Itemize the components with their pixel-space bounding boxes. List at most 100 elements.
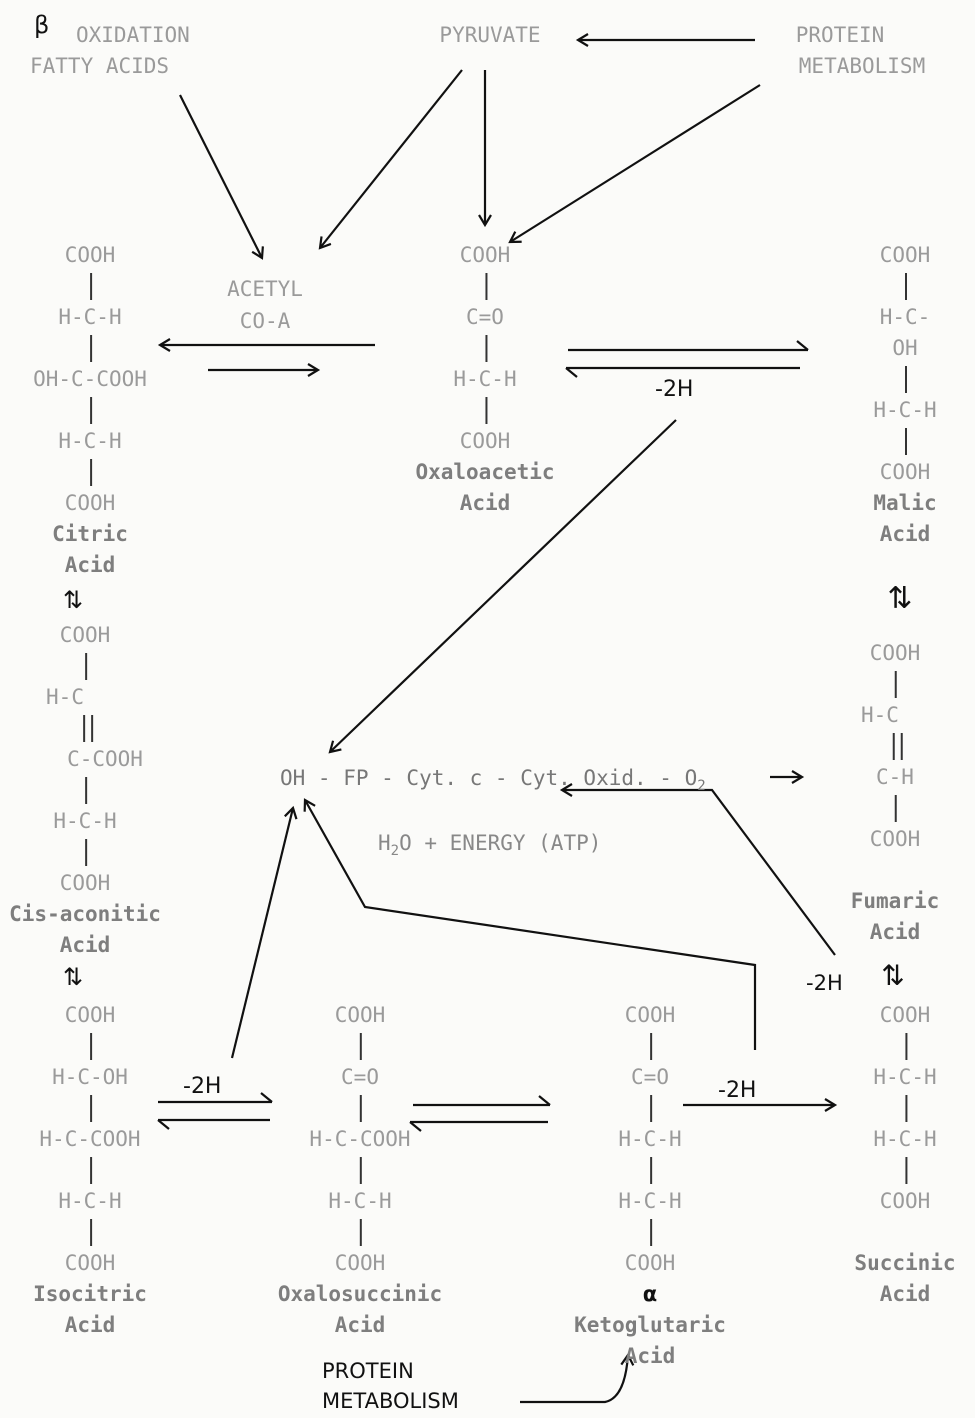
bond bbox=[415, 395, 554, 426]
molecule-name: Acid bbox=[624, 1344, 676, 1368]
acetyl-coa-label-line1: ACETYL bbox=[227, 277, 303, 301]
molecule-name: Acid bbox=[64, 553, 116, 577]
molecule-name: Oxalosuccinic bbox=[277, 1282, 443, 1306]
bond bbox=[870, 426, 940, 457]
bond bbox=[33, 457, 147, 488]
bond bbox=[9, 651, 161, 682]
chain-text: OH - FP - Cyt. c - Cyt. Oxid. - O bbox=[280, 766, 698, 790]
bond bbox=[574, 1155, 726, 1186]
formula-line: COOH bbox=[59, 871, 111, 895]
molecule-name: α Ketoglutaric bbox=[574, 1279, 726, 1341]
formula-line: H-C-H bbox=[58, 305, 122, 329]
protein-to-ketoglutaric-arrow bbox=[520, 1352, 635, 1404]
formula-line: H-C-OH bbox=[52, 1065, 128, 1089]
formula-line: COOH bbox=[879, 243, 931, 267]
molecule-name: Citric bbox=[52, 522, 128, 546]
electron-transport-chain: OH - FP - Cyt. c - Cyt. Oxid. - O2 bbox=[280, 763, 706, 802]
minus-2h-ketoglutaric-label: -2H bbox=[718, 1078, 757, 1103]
equilibrium-aconitic-isocitric: ⇅ bbox=[62, 963, 84, 991]
water-prefix: H bbox=[378, 831, 391, 855]
molecule-name: Acid bbox=[334, 1313, 386, 1337]
molecule-name: Acid bbox=[59, 933, 111, 957]
formula-line: H-C-OH bbox=[879, 305, 931, 360]
malic-dehydrogenation-arrow bbox=[328, 419, 677, 754]
molecule-name: Isocitric bbox=[33, 1282, 147, 1306]
formula-line: H-C-H bbox=[618, 1189, 682, 1213]
formula-line: COOH bbox=[459, 243, 511, 267]
formula-line: C=O bbox=[631, 1065, 669, 1089]
formula-line: COOH bbox=[334, 1251, 386, 1275]
bond bbox=[278, 1217, 442, 1248]
bond bbox=[574, 1217, 726, 1248]
molecule-name: Cis-aconitic bbox=[9, 902, 161, 926]
protein-metabolism-bottom-line1: PROTEIN bbox=[322, 1359, 414, 1383]
formula-line: H-C bbox=[46, 685, 84, 709]
protein-to-oxaloacetic-arrow bbox=[508, 84, 761, 244]
isocitric-dehydrogenation-arrow bbox=[230, 805, 298, 1059]
molecule-name: Fumaric bbox=[850, 889, 940, 913]
formula-line: COOH bbox=[459, 429, 511, 453]
isocitric-acid-structure: COOH H-C-OH H-C-COOH H-C-H COOH Isocitri… bbox=[33, 1000, 147, 1341]
formula-line: H-C-H bbox=[873, 398, 937, 422]
protein-metabolism-bottom-line2: METABOLISM bbox=[322, 1389, 459, 1413]
formula-line: COOH bbox=[59, 623, 111, 647]
bond bbox=[278, 1155, 442, 1186]
formula-line: H-C-H bbox=[873, 1127, 937, 1151]
molecule-name: Acid bbox=[459, 491, 511, 515]
ketoglutaric-dehydrogenation-arrow bbox=[303, 798, 757, 1050]
equilibrium-fumaric-succinic: ⇅ bbox=[881, 959, 905, 992]
molecule-name: Acid bbox=[879, 522, 931, 546]
formula-line: H-C-H bbox=[618, 1127, 682, 1151]
minus-2h-malic-label: -2H bbox=[655, 377, 694, 402]
formula-line: H-C-H bbox=[873, 1065, 937, 1089]
formula-line: COOH bbox=[879, 1003, 931, 1027]
formula-line: COOH bbox=[869, 641, 921, 665]
molecule-name: Malic bbox=[873, 491, 937, 515]
equilibrium-citric-aconitic: ⇅ bbox=[62, 586, 84, 614]
water-energy-label: H2O + ENERGY (ATP) bbox=[378, 828, 601, 867]
formula-line: H-C-H bbox=[58, 429, 122, 453]
bond bbox=[870, 364, 940, 395]
malic-acid-structure: COOH H-C-OH H-C-H COOH Malic Acid bbox=[870, 240, 940, 550]
bond bbox=[33, 1155, 147, 1186]
bond bbox=[870, 271, 940, 302]
molecule-name: Oxaloacetic bbox=[415, 460, 555, 484]
formula-line: C-H bbox=[876, 765, 914, 789]
bond bbox=[9, 837, 161, 868]
molecule-name: Succinic bbox=[854, 1251, 956, 1275]
molecule-name-text: Ketoglutaric bbox=[574, 1313, 726, 1337]
formula-line: COOH bbox=[879, 1189, 931, 1213]
bond bbox=[851, 793, 940, 824]
bond bbox=[278, 1031, 442, 1062]
bond bbox=[9, 775, 161, 806]
formula-line: H-C-COOH bbox=[309, 1127, 411, 1151]
citric-acid-structure: COOH H-C-H OH-C-COOH H-C-H COOH Citric A… bbox=[33, 240, 147, 581]
bond bbox=[574, 1031, 726, 1062]
beta-oxidation-label-line2: FATTY ACIDS bbox=[30, 54, 170, 78]
bond bbox=[851, 669, 940, 700]
molecule-name: Acid bbox=[879, 1282, 931, 1306]
formula-line: COOH bbox=[64, 1003, 116, 1027]
bond bbox=[33, 395, 147, 426]
double-bond bbox=[9, 713, 161, 744]
beta-symbol: β bbox=[34, 11, 50, 39]
bond bbox=[33, 1031, 147, 1062]
succinic-dehydrogenation-arrow bbox=[559, 783, 836, 956]
bond bbox=[33, 1093, 147, 1124]
bond bbox=[33, 1217, 147, 1248]
bond bbox=[854, 1093, 955, 1124]
formula-line: H-C bbox=[861, 703, 899, 727]
succinic-acid-structure: COOH H-C-H H-C-H COOH Succinic Acid bbox=[854, 1000, 955, 1310]
protein-metabolism-label-line2: METABOLISM bbox=[798, 54, 926, 78]
oxalosuccinic-acid-structure: COOH C=O H-C-COOH H-C-H COOH Oxalosuccin… bbox=[278, 1000, 442, 1341]
pyruvate-to-acetyl-arrow bbox=[318, 69, 463, 250]
fumaric-acid-structure: COOH H-C C-H COOH Fumaric Acid bbox=[851, 638, 940, 948]
equilibrium-malic-fumaric: ⇅ bbox=[887, 581, 913, 616]
bond bbox=[278, 1093, 442, 1124]
formula-line: COOH bbox=[64, 1251, 116, 1275]
beta-oxidation-label-line1: OXIDATION bbox=[76, 23, 190, 47]
cis-aconitic-acid-structure: COOH H-C C-COOH H-C-H COOH Cis-aconitic … bbox=[9, 620, 161, 961]
formula-line: C-COOH bbox=[67, 747, 143, 771]
pyruvate-label: PYRUVATE bbox=[439, 23, 541, 47]
